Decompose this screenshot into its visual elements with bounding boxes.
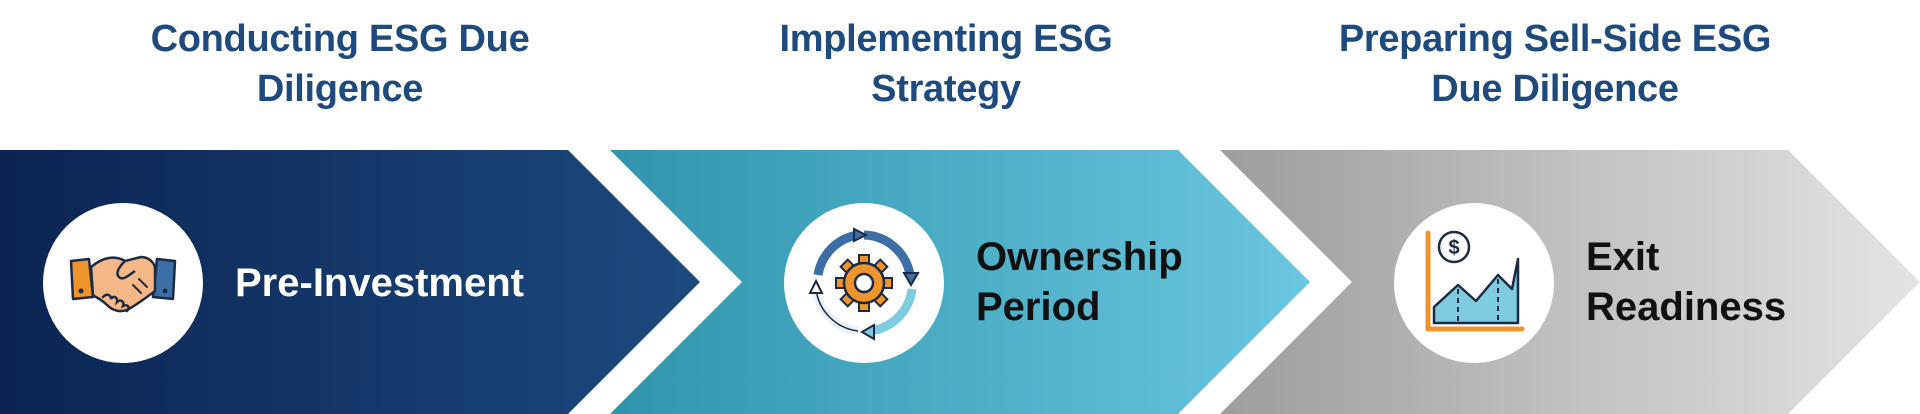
gear-cycle-icon: [808, 227, 920, 341]
stage-label-exit-readiness: Exit Readiness: [1586, 235, 1787, 329]
phase-heading-due-diligence: Conducting ESG Due Diligence: [80, 14, 600, 114]
phase-heading-text: Implementing ESG Strategy: [779, 18, 1113, 110]
phase-heading-strategy: Implementing ESG Strategy: [686, 14, 1206, 114]
phase-heading-sell-side: Preparing Sell-Side ESG Due Diligence: [1295, 14, 1815, 114]
growth-chart-dollar-icon: $: [1425, 230, 1525, 332]
chevron-arrows: [0, 150, 1920, 414]
icon-badge-exit-readiness: $: [1394, 203, 1554, 363]
chevron-ownership-period: [610, 150, 1310, 414]
phase-heading-text: Conducting ESG Due Diligence: [150, 18, 530, 110]
stage-label-pre-investment: Pre-Investment: [235, 261, 524, 305]
icon-badge-pre-investment: [43, 203, 203, 363]
stage-label-ownership-period: Ownership Period: [976, 235, 1183, 329]
handshake-icon: [69, 255, 177, 313]
chevron-exit-readiness: [1220, 150, 1920, 414]
svg-text:$: $: [1448, 237, 1459, 259]
phase-heading-text: Preparing Sell-Side ESG Due Diligence: [1338, 18, 1772, 110]
chevron-pre-investment: [0, 150, 700, 414]
icon-badge-ownership-period: [784, 203, 944, 363]
